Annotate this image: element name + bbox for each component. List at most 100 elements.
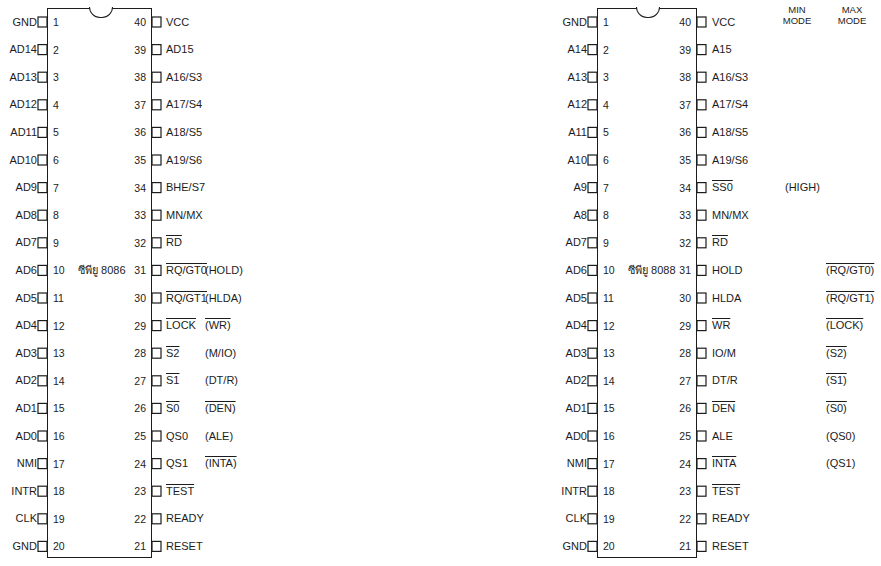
pin-number: 7 [603,182,609,194]
pin-number: 3 [53,71,59,83]
pin-row [152,17,161,551]
pin-number: 4 [603,99,609,111]
pin-number: 6 [53,154,59,166]
pin-name: A18/S5 [712,126,748,139]
pin-number: 28 [679,347,691,359]
pin [152,45,161,55]
pin [38,321,47,331]
pin-number: 26 [134,402,146,414]
pin [588,238,597,248]
pin [152,210,161,220]
pin-row [697,17,706,551]
pin [588,431,597,441]
pin-number: 26 [679,402,691,414]
pin-name: AD8 [16,209,37,222]
pin-number: 29 [134,320,146,332]
mode-signal: (LOCK) [826,319,863,332]
mode-signal: (M/IO) [205,347,236,360]
pin [588,17,597,27]
pin-name: NMI [567,457,587,470]
pin [38,265,47,275]
pin-number: 17 [603,458,615,470]
pin [588,155,597,165]
pin-number: 31 [679,264,691,276]
pin-number: 1 [53,16,59,28]
pin-name: AD5 [16,292,37,305]
pin [38,348,47,358]
pin-number: 12 [603,320,615,332]
pin-name: A19/S6 [712,154,748,167]
pin [588,486,597,496]
pin [697,293,706,303]
pin-number: 18 [53,485,65,497]
pin-number: 31 [134,264,146,276]
mode-signal: (INTA) [205,457,237,470]
mode-signal: (ALE) [205,430,233,443]
pin-row [38,17,47,551]
pin-name: AD3 [566,347,587,360]
pin-name: INTR [561,485,587,498]
pin [38,514,47,524]
pin-name: SS0 [712,181,733,194]
pin-number: 6 [603,154,609,166]
pin [697,376,706,386]
pin-number: 35 [679,154,691,166]
pin-number: 10 [53,264,65,276]
pin-number: 11 [53,292,64,304]
pin [152,72,161,82]
pin [152,376,161,386]
pin-name: DEN [712,402,735,415]
pin-name: RQ/GT1 [166,292,207,305]
pin-name: AD14 [9,43,37,56]
pin-name: A19/S6 [166,154,202,167]
pin-number: 12 [53,320,65,332]
pin-number: 21 [134,540,146,552]
pin [697,100,706,110]
pin-number: 23 [679,485,691,497]
pin-number: 15 [53,402,65,414]
pin-name: AD6 [566,264,587,277]
pin-number: 40 [679,16,691,28]
pin [697,238,706,248]
pin-number: 8 [603,209,609,221]
pin-number: 14 [603,375,615,387]
pin [697,541,706,551]
pin-name: A16/S3 [166,71,202,84]
pin [588,321,597,331]
pin [588,293,597,303]
pin [588,265,597,275]
pin-number: 22 [679,513,691,525]
pin-name: S1 [166,374,179,387]
mode-signal: (WR) [205,319,231,332]
pin-name: MN/MX [712,209,749,222]
pin-name: AD10 [9,154,37,167]
pin [588,541,597,551]
pin-number: 38 [134,71,146,83]
pin [697,431,706,441]
pin [152,431,161,441]
pin-name: RD [166,236,182,249]
pin-number: 29 [679,320,691,332]
pin-name: READY [712,512,750,525]
pin-number: 24 [134,458,146,470]
pin-name: AD7 [566,236,587,249]
pin [697,514,706,524]
pin [152,321,161,331]
mode-signal: (DT/R) [205,374,238,387]
pin-name: AD1 [566,402,587,415]
pin [38,45,47,55]
pin-number: 25 [134,430,146,442]
pin-name: BHE/S7 [166,181,205,194]
pin-name: AD15 [166,43,194,56]
pin-name: A10 [567,154,587,167]
pin-name: A15 [712,43,732,56]
pin-number: 21 [679,540,691,552]
pin-number: 8 [53,209,59,221]
pin-number: 5 [603,126,609,138]
pin [697,17,706,27]
pin-name: VCC [712,16,735,29]
pin-name: AD0 [16,430,37,443]
pin-number: 18 [603,485,615,497]
pin [697,321,706,331]
pin [697,403,706,413]
